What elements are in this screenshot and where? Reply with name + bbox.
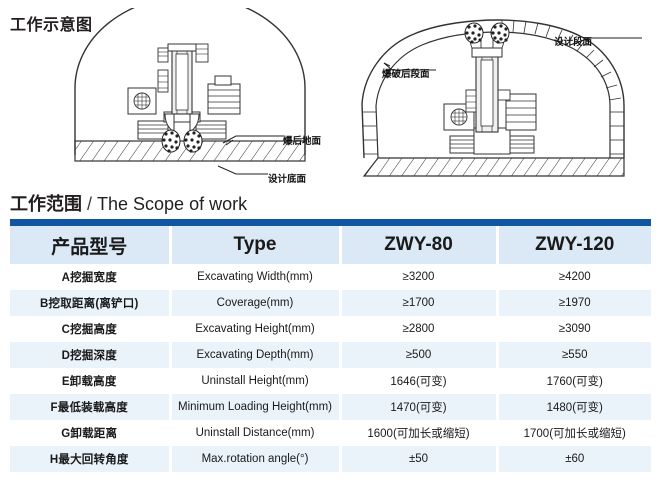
table-row: B挖取距离(离铲口) Coverage(mm) ≥1700 ≥1970: [10, 290, 651, 316]
table-body: A挖掘宽度 Excavating Width(mm) ≥3200 ≥4200 B…: [10, 264, 651, 472]
scope-title-cn: 工作范围: [10, 194, 82, 214]
spec-table-wrapper: 产品型号 Type ZWY-80 ZWY-120 A挖掘宽度 Excavatin…: [10, 219, 651, 472]
row-value-zwy120: ≥1970: [497, 290, 651, 316]
row-en-label: Excavating Width(mm): [170, 264, 342, 290]
row-value-zwy80: ±50: [340, 446, 499, 472]
row-label: D挖掘深度: [10, 342, 172, 368]
table-row: D挖掘深度 Excavating Depth(mm) ≥500 ≥550: [10, 342, 651, 368]
row-en-label: Uninstall Distance(mm): [170, 420, 342, 446]
column-header-zwy80: ZWY-80: [340, 226, 499, 264]
row-value-zwy120: ≥4200: [497, 264, 651, 290]
column-header-type: Type: [170, 226, 342, 264]
diagram-section-title: 工作示意图: [10, 17, 93, 34]
row-label: G卸载距离: [10, 420, 172, 446]
row-value-zwy120: 1700(可加长或缩短): [497, 420, 651, 446]
scope-section-title: 工作范围 / The Scope of work: [10, 190, 247, 216]
row-value-zwy80: ≥1700: [340, 290, 499, 316]
row-value-zwy120: 1480(可变): [497, 394, 651, 420]
row-value-zwy80: 1646(可变): [340, 368, 499, 394]
diagram-area: 爆后地面 设计底面: [0, 8, 663, 188]
scope-title-en: The Scope of work: [97, 194, 248, 214]
row-value-zwy120: ≥3090: [497, 316, 651, 342]
row-label: A挖掘宽度: [10, 264, 172, 290]
table-row: G卸载距离 Uninstall Distance(mm) 1600(可加长或缩短…: [10, 420, 651, 446]
row-label: B挖取距离(离铲口): [10, 290, 172, 316]
row-en-label: Excavating Height(mm): [170, 316, 342, 342]
table-row: H最大回转角度 Max.rotation angle(°) ±50 ±60: [10, 446, 651, 472]
row-en-label: Minimum Loading Height(mm): [170, 394, 342, 420]
row-label: E卸载高度: [10, 368, 172, 394]
row-en-label: Coverage(mm): [170, 290, 342, 316]
table-row: C挖掘高度 Excavating Height(mm) ≥2800 ≥3090: [10, 316, 651, 342]
label-design-section: 设计段面: [554, 37, 593, 48]
table-header-row: 产品型号 Type ZWY-80 ZWY-120: [10, 226, 651, 264]
row-value-zwy80: ≥500: [340, 342, 499, 368]
table-row: A挖掘宽度 Excavating Width(mm) ≥3200 ≥4200: [10, 264, 651, 290]
row-value-zwy120: ±60: [497, 446, 651, 472]
table-row: E卸载高度 Uninstall Height(mm) 1646(可变) 1760…: [10, 368, 651, 394]
column-header-model: 产品型号: [10, 226, 172, 264]
scope-title-separator: /: [82, 194, 98, 214]
right-tunnel-diagram: 设计段面 爆破后段面: [348, 8, 648, 188]
row-en-label: Excavating Depth(mm): [170, 342, 342, 368]
row-en-label: Max.rotation angle(°): [170, 446, 342, 472]
row-value-zwy80: ≥2800: [340, 316, 499, 342]
label-design-bottom: 设计底面: [268, 174, 307, 185]
row-value-zwy120: 1760(可变): [497, 368, 651, 394]
row-value-zwy80: ≥3200: [340, 264, 499, 290]
column-header-zwy120: ZWY-120: [497, 226, 651, 264]
label-blasted-ground: 爆后地面: [283, 136, 322, 147]
label-after-blasting-section: 爆破后段面: [382, 69, 430, 80]
row-value-zwy80: 1470(可变): [340, 394, 499, 420]
row-value-zwy80: 1600(可加长或缩短): [340, 420, 499, 446]
row-label: C挖掘高度: [10, 316, 172, 342]
specification-table: 产品型号 Type ZWY-80 ZWY-120 A挖掘宽度 Excavatin…: [10, 226, 651, 472]
row-label: F最低装载高度: [10, 394, 172, 420]
row-value-zwy120: ≥550: [497, 342, 651, 368]
row-en-label: Uninstall Height(mm): [170, 368, 342, 394]
table-row: F最低装载高度 Minimum Loading Height(mm) 1470(…: [10, 394, 651, 420]
left-tunnel-diagram: 爆后地面 设计底面: [40, 8, 340, 188]
table-top-accent-bar: [10, 219, 651, 226]
row-label: H最大回转角度: [10, 446, 172, 472]
